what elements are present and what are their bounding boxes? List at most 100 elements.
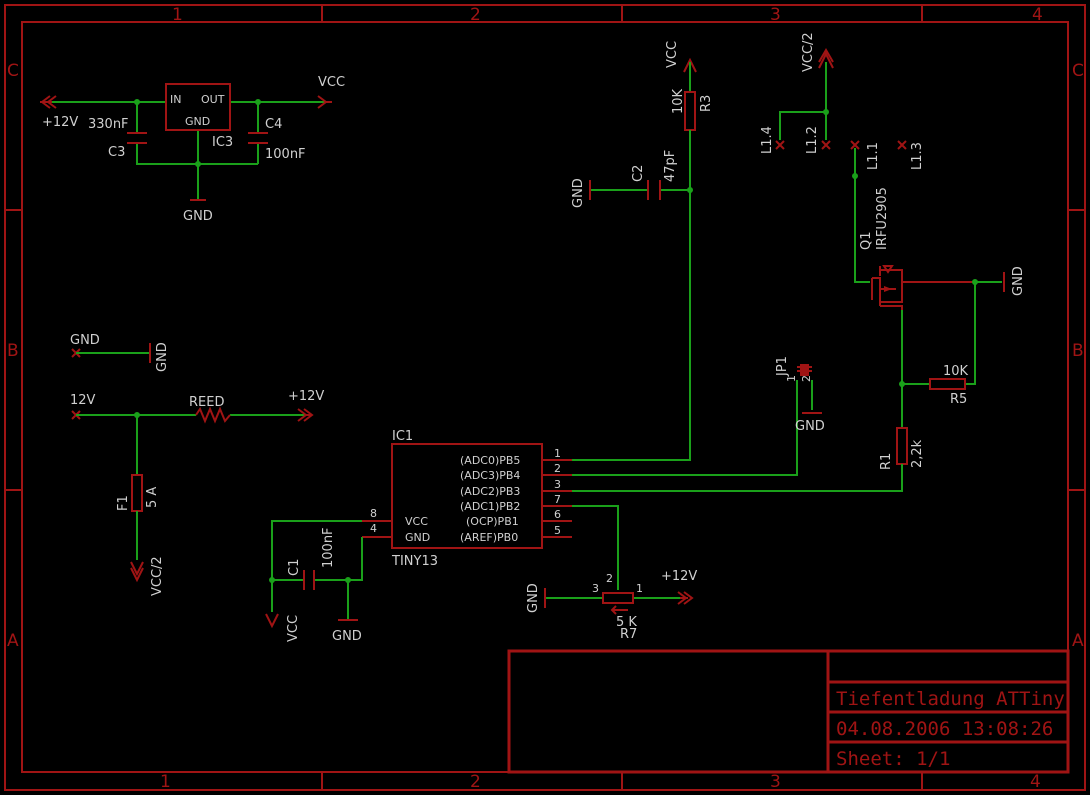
grid-labels: 1 2 3 4 1 2 3 4 C B A C B A xyxy=(7,5,1084,792)
mcu-pin-num-1: 1 xyxy=(554,447,561,460)
label-gnd-input: GND xyxy=(70,333,100,348)
label-gnd-input-vertical: GND xyxy=(155,342,170,372)
mcu-pin-num-2: 2 xyxy=(554,462,561,475)
lamp-l13-x xyxy=(897,140,907,150)
vcc-arrow-r3 xyxy=(683,57,697,73)
label-c1-name: C1 xyxy=(287,559,302,576)
regulator-ic3 xyxy=(165,83,231,131)
reed-switch xyxy=(195,406,231,424)
label-l11: L1.1 xyxy=(866,142,881,170)
regulator-pin-in: IN xyxy=(170,93,181,106)
sheet-number-text: Sheet: 1/1 xyxy=(836,748,950,770)
jp1-section: JP1 1 2 GND xyxy=(572,356,825,476)
jp1-pin-2: 2 xyxy=(800,375,813,382)
mcu-pin-num-5: 5 xyxy=(554,524,561,537)
resistor-r3 xyxy=(684,91,696,131)
datetime-text: 04.08.2006 13:08:26 xyxy=(836,718,1053,740)
label-gnd-mcu: GND xyxy=(332,629,362,644)
mcu-pin-pb0: (AREF)PB0 xyxy=(460,531,518,544)
label-q1-value: IRFU2905 xyxy=(875,187,890,250)
label-gnd-r7: GND xyxy=(526,583,541,613)
label-c4-name: C4 xyxy=(265,117,282,132)
label-tiny13: TINY13 xyxy=(391,554,438,569)
label-r5-value: 10K xyxy=(943,364,969,379)
label-r5-name: R5 xyxy=(950,392,967,407)
label-plus12v-reed: +12V xyxy=(288,389,324,404)
label-vcc-r3: VCC xyxy=(665,41,680,68)
title-text: Tiefentladung ATTiny xyxy=(836,688,1065,710)
grid-row-c-right: C xyxy=(1072,61,1084,81)
grid-row-b-left: B xyxy=(7,341,19,361)
plus12v-supply-arrow xyxy=(40,95,57,109)
vcc-supply-arrow xyxy=(317,95,332,109)
label-vcc-mcu: VCC xyxy=(286,615,301,642)
label-ic3: IC3 xyxy=(212,135,233,150)
label-12v: 12V xyxy=(70,393,96,408)
mcu-pin-num-3: 3 xyxy=(554,478,561,491)
label-vcc-top: VCC xyxy=(318,75,345,90)
label-r3-value: 10K xyxy=(671,88,686,114)
label-f1-value: 5 A xyxy=(145,487,160,508)
grid-col-3-bottom: 3 xyxy=(770,772,781,792)
mcu-pin-vcc: VCC xyxy=(405,515,428,528)
regulator-pin-out: OUT xyxy=(201,93,225,106)
label-c2-value: 47pF xyxy=(663,150,678,182)
label-r1-name: R1 xyxy=(879,453,894,470)
mcu-pin-pb2: (ADC1)PB2 xyxy=(460,500,520,513)
label-l14: L1.4 xyxy=(760,126,775,154)
grid-row-b-right: B xyxy=(1072,341,1084,361)
vcc-half-arrow-top xyxy=(818,48,834,69)
lamp-l11-x xyxy=(850,140,860,150)
mcu-pin-pb1: (OCP)PB1 xyxy=(466,515,519,528)
grid-col-2-bottom: 2 xyxy=(470,772,481,792)
grid-col-1-top: 1 xyxy=(172,5,183,25)
r7-pin-3: 3 xyxy=(592,582,599,595)
r7-pin-2: 2 xyxy=(606,572,613,585)
capacitor-c3 xyxy=(127,132,147,144)
grid-row-c-left: C xyxy=(7,61,19,81)
mcu-section: IC1 TINY13 (ADC0)PB5 (ADC3)PB4 (ADC2)PB3… xyxy=(265,429,572,644)
grid-col-4-bottom: 4 xyxy=(1030,772,1041,792)
grid-row-a-left: A xyxy=(7,631,19,651)
resistor-r1 xyxy=(896,427,908,465)
mcu-pin-pb5: (ADC0)PB5 xyxy=(460,454,520,467)
label-gnd-regulator: GND xyxy=(183,209,213,224)
label-r1-value: 2,2k xyxy=(910,439,925,468)
capacitor-c1 xyxy=(303,570,315,590)
fuse-f1 xyxy=(131,474,143,512)
r7-pin-1: 1 xyxy=(636,582,643,595)
output-section: VCC/2 L1.4 L1.2 L1.1 L1.3 Q1 IRFU2905 GN… xyxy=(572,32,1026,492)
plus12v-arrow-r7 xyxy=(677,591,694,605)
label-reed: REED xyxy=(189,395,224,410)
grid-row-a-right: A xyxy=(1072,631,1084,651)
label-plus12v-r7: +12V xyxy=(661,569,697,584)
vcc-half-arrow-f1 xyxy=(130,561,144,583)
resistor-r5 xyxy=(929,378,966,390)
label-gnd-c2: GND xyxy=(571,178,586,208)
label-r7-name: R7 xyxy=(620,627,637,642)
grid-col-1-bottom: 1 xyxy=(160,772,171,792)
mcu-pin-pb3: (ADC2)PB3 xyxy=(460,485,520,498)
label-r3-name: R3 xyxy=(699,95,714,112)
grid-col-4-top: 4 xyxy=(1032,5,1043,25)
label-c3-name: C3 xyxy=(108,145,125,160)
title-block: Tiefentladung ATTiny 04.08.2006 13:08:26… xyxy=(507,649,1070,774)
potentiometer-r7 xyxy=(602,592,634,604)
label-gnd-jp1: GND xyxy=(795,419,825,434)
label-c4-value: 100nF xyxy=(265,147,306,162)
mcu-pin-gnd: GND xyxy=(405,531,430,544)
label-c3-value: 330nF xyxy=(88,117,129,132)
label-l13: L1.3 xyxy=(910,142,925,170)
lamp-l14-x xyxy=(775,140,785,150)
label-vcc-half-f1: VCC/2 xyxy=(150,556,165,596)
label-vcc-half-top: VCC/2 xyxy=(801,32,816,72)
mcu-pin-pb4: (ADC3)PB4 xyxy=(460,469,520,482)
label-q1-name: Q1 xyxy=(859,231,874,250)
grid-col-3-top: 3 xyxy=(770,5,781,25)
mcu-pin-num-4: 4 xyxy=(370,522,377,535)
grid-col-2-top: 2 xyxy=(470,5,481,25)
label-c2-name: C2 xyxy=(631,165,646,182)
label-plus12v: +12V xyxy=(42,115,78,130)
plus12v-arrow-reed xyxy=(297,408,314,422)
